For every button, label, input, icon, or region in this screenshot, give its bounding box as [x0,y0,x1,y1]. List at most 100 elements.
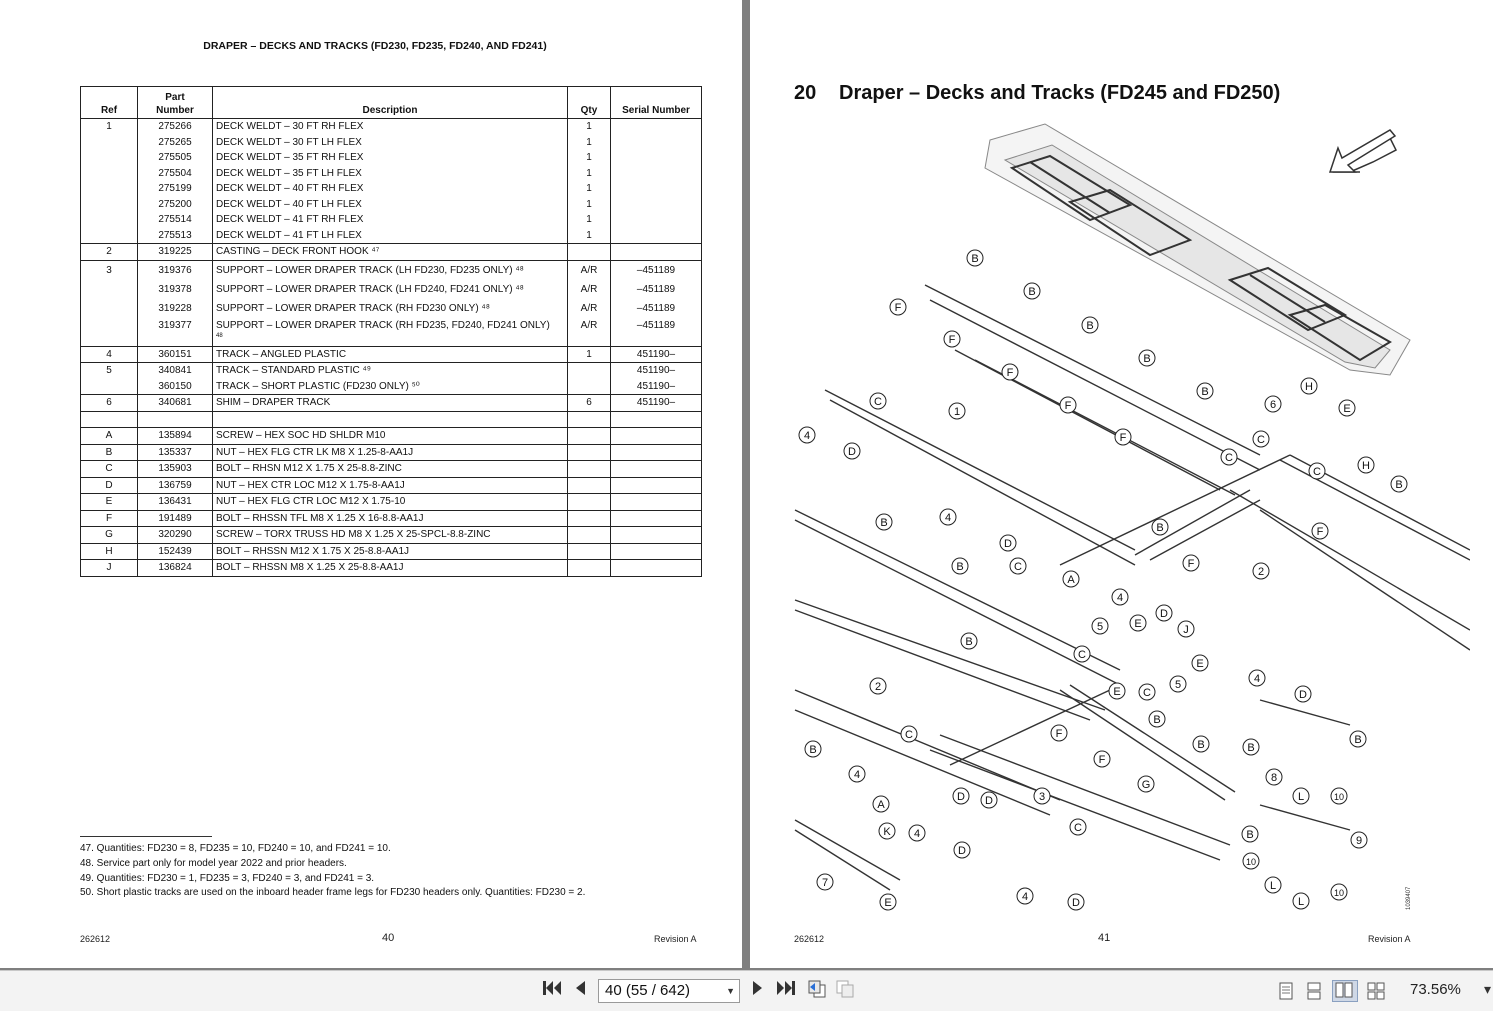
cell-qty: 1 [567,150,611,166]
cell-qty [567,427,611,444]
svg-text:8: 8 [1271,772,1277,784]
cell-part-number: 136824 [137,559,213,577]
deck-rail [794,599,1106,711]
cell-description: SUPPORT – LOWER DRAPER TRACK (LH FD230, … [212,259,568,280]
svg-text:4: 4 [914,828,920,840]
callout-H: H [1357,456,1375,474]
svg-text:E: E [1113,686,1120,698]
callout-D: D [952,787,970,805]
cell-description: BOLT – RHSSN M8 X 1.25 X 25-8.8-AA1J [212,559,568,577]
callout-H: H [1300,377,1318,395]
callout-2: 2 [1252,562,1270,580]
zoom-dropdown-icon[interactable]: ▾ [1484,981,1492,997]
callout-B: B [1138,349,1156,367]
revision: Revision A [654,934,697,944]
cell-part-number: 135903 [137,460,213,477]
callout-E: E [879,893,897,911]
cell-description: DECK WELDT – 35 FT RH FLEX [212,150,568,166]
go-back-icon[interactable] [806,979,828,1003]
deck-rail [924,284,1261,456]
cell-part-number [137,410,213,428]
footnote-49: 49. Quantities: FD230 = 1, FD235 = 3, FD… [80,872,375,884]
svg-text:C: C [874,396,882,408]
svg-text:D: D [985,795,993,807]
svg-text:G: G [1142,779,1151,791]
cell-serial-number [610,212,702,228]
cell-ref: 6 [80,394,138,411]
page-number-input[interactable]: 40 (55 / 642) ▼ [598,979,740,1003]
col-header-ref: Ref [80,86,138,119]
cell-ref [80,279,138,299]
cell-ref: D [80,476,138,494]
zoom-level[interactable]: 73.56% [1410,981,1461,998]
table-row [80,410,702,428]
svg-text:C: C [1078,649,1086,661]
deck-rail [1259,804,1351,831]
cell-ref: H [80,542,138,560]
svg-text:J: J [1183,624,1189,636]
deck-rail [1259,699,1351,726]
svg-text:4: 4 [854,769,860,781]
svg-text:C: C [1313,466,1321,478]
callout-7: 7 [816,873,834,891]
cell-serial-number: –451189 [610,317,702,346]
cell-ref [80,410,138,428]
last-page-icon[interactable] [774,979,798,1003]
cell-ref [80,165,138,181]
callout-C: C [1009,557,1027,575]
callout-D: D [999,534,1017,552]
section-number: 20 [794,82,817,104]
page-40: DRAPER – DECKS AND TRACKS (FD230, FD235,… [0,0,742,968]
callout-J: J [1177,620,1195,638]
next-page-icon[interactable] [748,979,768,1003]
svg-text:B: B [956,561,963,573]
first-page-icon[interactable] [540,979,564,1003]
svg-text:C: C [1143,687,1151,699]
facing-pages-view-icon[interactable] [1332,980,1358,1002]
callout-9: 9 [1350,831,1368,849]
deck-rail [1279,459,1470,561]
cell-ref: 1 [80,118,138,135]
callout-B: B [1023,282,1041,300]
svg-text:10: 10 [1334,792,1344,802]
callout-C: C [869,392,887,410]
single-page-view-icon[interactable] [1278,982,1294,1000]
deck-weldments [794,284,1470,891]
svg-text:10: 10 [1246,857,1256,867]
cell-description: DECK WELDT – 40 FT RH FLEX [212,181,568,197]
cell-serial-number [610,165,702,181]
col-header-qty: Qty [567,86,611,119]
cell-description: BOLT – RHSN M12 X 1.75 X 25-8.8-ZINC [212,460,568,477]
cell-description [212,410,568,428]
callout-B: B [1148,710,1166,728]
deck-rail [794,819,901,881]
callout-B: B [966,249,984,267]
chevron-down-icon[interactable]: ▼ [726,986,735,996]
cell-qty [567,476,611,494]
callout-B: B [1196,382,1214,400]
cell-serial-number [610,509,702,527]
svg-text:1: 1 [954,406,960,418]
svg-text:2: 2 [875,681,881,693]
document-viewport[interactable]: DRAPER – DECKS AND TRACKS (FD230, FD235,… [0,0,1493,970]
callout-F: F [1311,522,1329,540]
previous-page-icon[interactable] [570,979,590,1003]
continuous-view-icon[interactable] [1306,982,1322,1000]
svg-text:E: E [1196,658,1203,670]
callout-B: B [804,740,822,758]
go-forward-icon[interactable] [834,979,856,1003]
callout-D: D [953,841,971,859]
cell-description: SCREW – HEX SOC HD SHLDR M10 [212,427,568,444]
callout-4: 4 [1248,669,1266,687]
cell-serial-number: –451189 [610,259,702,280]
callout-6: 6 [1264,395,1282,413]
continuous-facing-view-icon[interactable] [1366,982,1388,1000]
svg-text:L: L [1298,791,1304,803]
